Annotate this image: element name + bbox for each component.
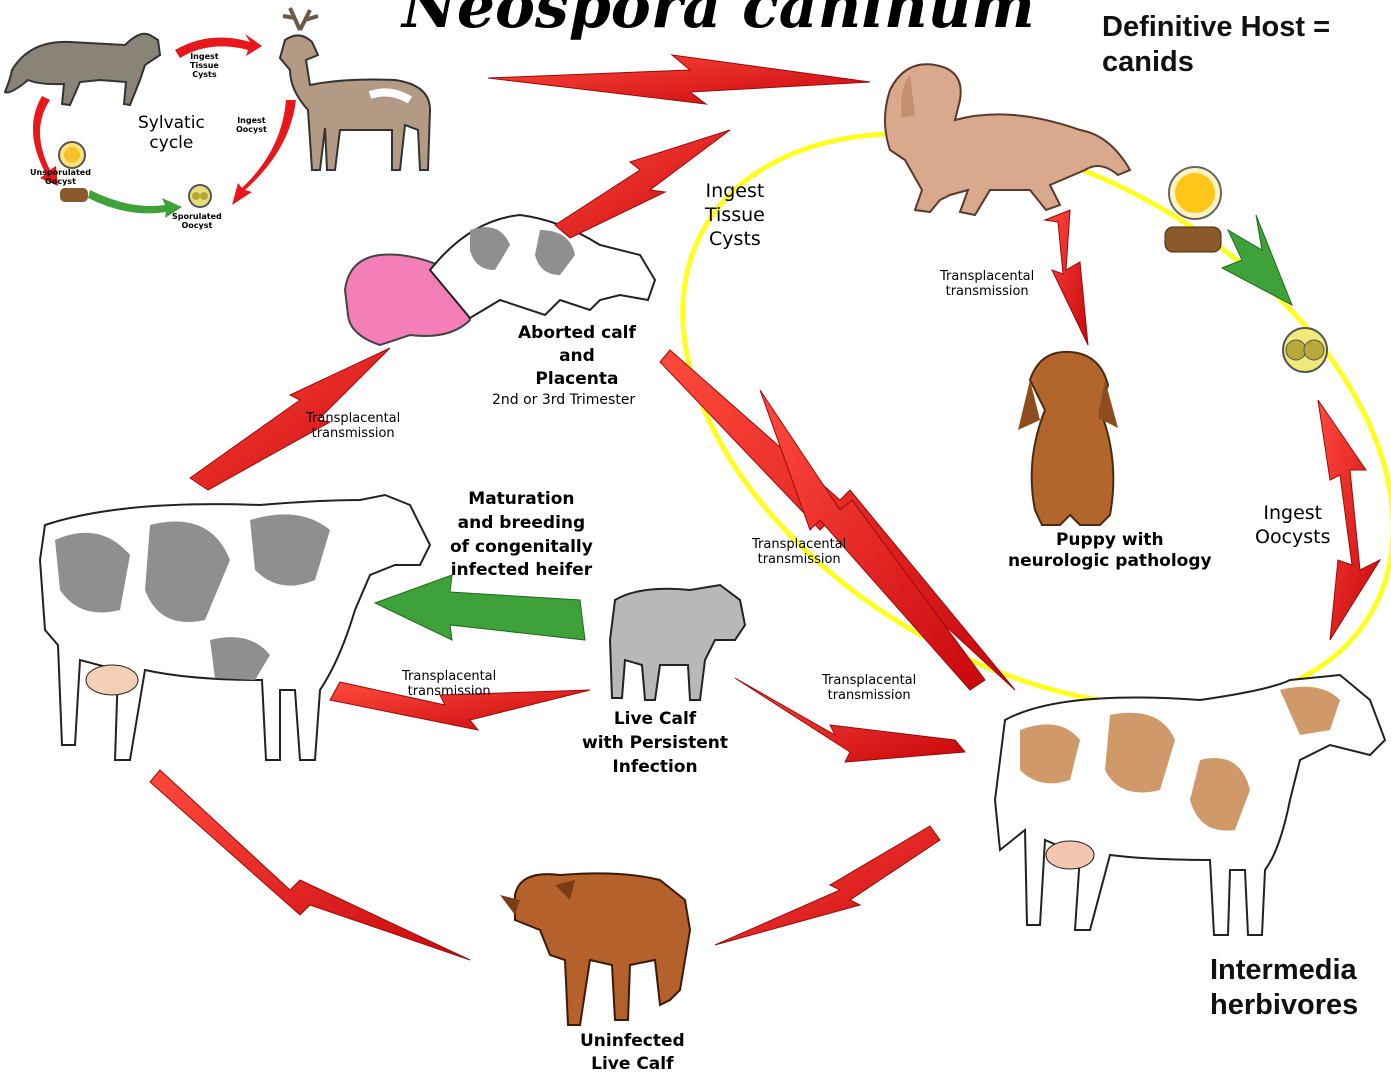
intermediate-host-line2: herbivores: [1210, 988, 1358, 1023]
puppy-line2: neurologic pathology: [1008, 551, 1212, 572]
puppy-label: Puppy with neurologic pathology: [1008, 530, 1212, 573]
arrow-holstein-to-uninfected: [150, 770, 470, 960]
uc-line2: Live Calf: [580, 1053, 685, 1076]
sylvatic-so-1: Sporulated: [172, 212, 222, 221]
sylvatic-io-1: Ingest: [236, 116, 267, 125]
definitive-host-label: Definitive Host = canids: [1102, 10, 1330, 80]
sporulated-oocyst-icon: [189, 185, 211, 207]
sylvatic-unsporulated-label: Unsporulated Oocyst: [30, 168, 91, 186]
intermediate-host-line1: Intermedia: [1210, 953, 1358, 988]
sylvatic-ingest-oocyst: Ingest Oocyst: [236, 116, 267, 134]
itc-line2: Tissue: [705, 204, 765, 228]
arrow-green-oocyst-sporulation: [1222, 215, 1292, 305]
live-calf-label: Live Calf with Persistent Infection: [582, 708, 728, 779]
lc-line1: Live Calf: [582, 708, 728, 732]
sylvatic-ingest-tissue-cysts: Ingest Tissue Cysts: [190, 52, 219, 80]
brown-cow-icon: [995, 675, 1385, 935]
tbl-line1: Transplacental: [402, 670, 496, 685]
puppy-line1: Puppy with: [1008, 530, 1212, 551]
puppy-icon: [1018, 352, 1118, 525]
page-title: Neospora caninum: [402, 0, 1035, 42]
tl-line1: Transplacental: [306, 412, 400, 427]
tl-line2: transmission: [306, 427, 400, 442]
sylvatic-sporulated-label: Sporulated Oocyst: [172, 212, 222, 230]
mat-line2: and breeding: [450, 512, 593, 536]
io-line2: Oocysts: [1255, 526, 1331, 550]
sylvatic-so-2: Oocyst: [172, 221, 222, 230]
holstein-cow-icon: [40, 495, 430, 760]
uc-line1: Uninfected: [580, 1030, 685, 1053]
mat-line4: infected heifer: [450, 559, 593, 583]
uninfected-calf-icon: [500, 873, 690, 1025]
definitive-host-line1: Definitive Host =: [1102, 10, 1330, 45]
sylvatic-itc-1: Ingest: [190, 52, 219, 61]
sylvatic-uo-2: Oocyst: [30, 177, 91, 186]
wolf-icon: [5, 34, 160, 105]
arrow-wolf-to-dog: [488, 55, 870, 104]
aborted-calf-label: Aborted calf and Placenta: [518, 322, 636, 391]
tbr-line2: transmission: [822, 689, 916, 704]
dog-oocyst-icon: [1165, 167, 1221, 252]
live-calf-icon: [610, 585, 745, 700]
transplacental-left-label: Transplacental transmission: [306, 412, 400, 442]
ac-line1: Aborted calf: [518, 322, 636, 345]
transplacental-bottom-right-label: Transplacental transmission: [822, 674, 916, 704]
td-line2: transmission: [940, 285, 1034, 300]
tm-line2: transmission: [752, 553, 846, 568]
transplacental-dog-label: Transplacental transmission: [940, 270, 1034, 300]
sylvatic-itc-2: Tissue: [190, 61, 219, 70]
io-line1: Ingest: [1255, 502, 1331, 526]
arrow-dog-to-puppy: [1045, 210, 1088, 345]
maturation-label: Maturation and breeding of congenitally …: [450, 488, 593, 583]
sylvatic-io-2: Oocyst: [236, 125, 267, 134]
aborted-trimester-label: 2nd or 3rd Trimester: [492, 392, 635, 408]
mat-line3: of congenitally: [450, 536, 593, 560]
sporulated-oocyst-icon-large: [1283, 328, 1327, 372]
sylvatic-cycle-label: Sylvatic cycle: [138, 114, 205, 153]
tbr-line1: Transplacental: [822, 674, 916, 689]
lc-line3: Infection: [582, 756, 728, 780]
sylvatic-line2: cycle: [138, 134, 205, 154]
sylvatic-uo-1: Unsporulated: [30, 168, 91, 177]
ac-line2: and: [518, 345, 636, 368]
ac-line3: Placenta: [518, 368, 636, 391]
transplacental-bottom-left-label: Transplacental transmission: [402, 670, 496, 700]
intermediate-host-label: Intermedia herbivores: [1210, 953, 1358, 1023]
arrow-calf-to-dog: [555, 130, 730, 238]
ingest-oocysts-label: Ingest Oocysts: [1255, 502, 1331, 550]
tbl-line2: transmission: [402, 685, 496, 700]
arrow-green-live-calf-to-holstein: [375, 575, 585, 640]
mat-line1: Maturation: [450, 488, 593, 512]
definitive-host-line2: canids: [1102, 45, 1330, 80]
itc-line1: Ingest: [705, 180, 765, 204]
tm-line1: Transplacental: [752, 538, 846, 553]
sylvatic-line1: Sylvatic: [138, 114, 205, 134]
ingest-tissue-cysts-label: Ingest Tissue Cysts: [705, 180, 765, 251]
sylvatic-itc-3: Cysts: [190, 70, 219, 79]
itc-line3: Cysts: [705, 228, 765, 252]
uninfected-calf-label: Uninfected Live Calf: [580, 1030, 685, 1076]
td-line1: Transplacental: [940, 270, 1034, 285]
transplacental-middle-label: Transplacental transmission: [752, 538, 846, 568]
dog-icon: [885, 64, 1130, 215]
lc-line2: with Persistent: [582, 732, 728, 756]
arrow-cow-to-uninfected: [715, 826, 940, 945]
